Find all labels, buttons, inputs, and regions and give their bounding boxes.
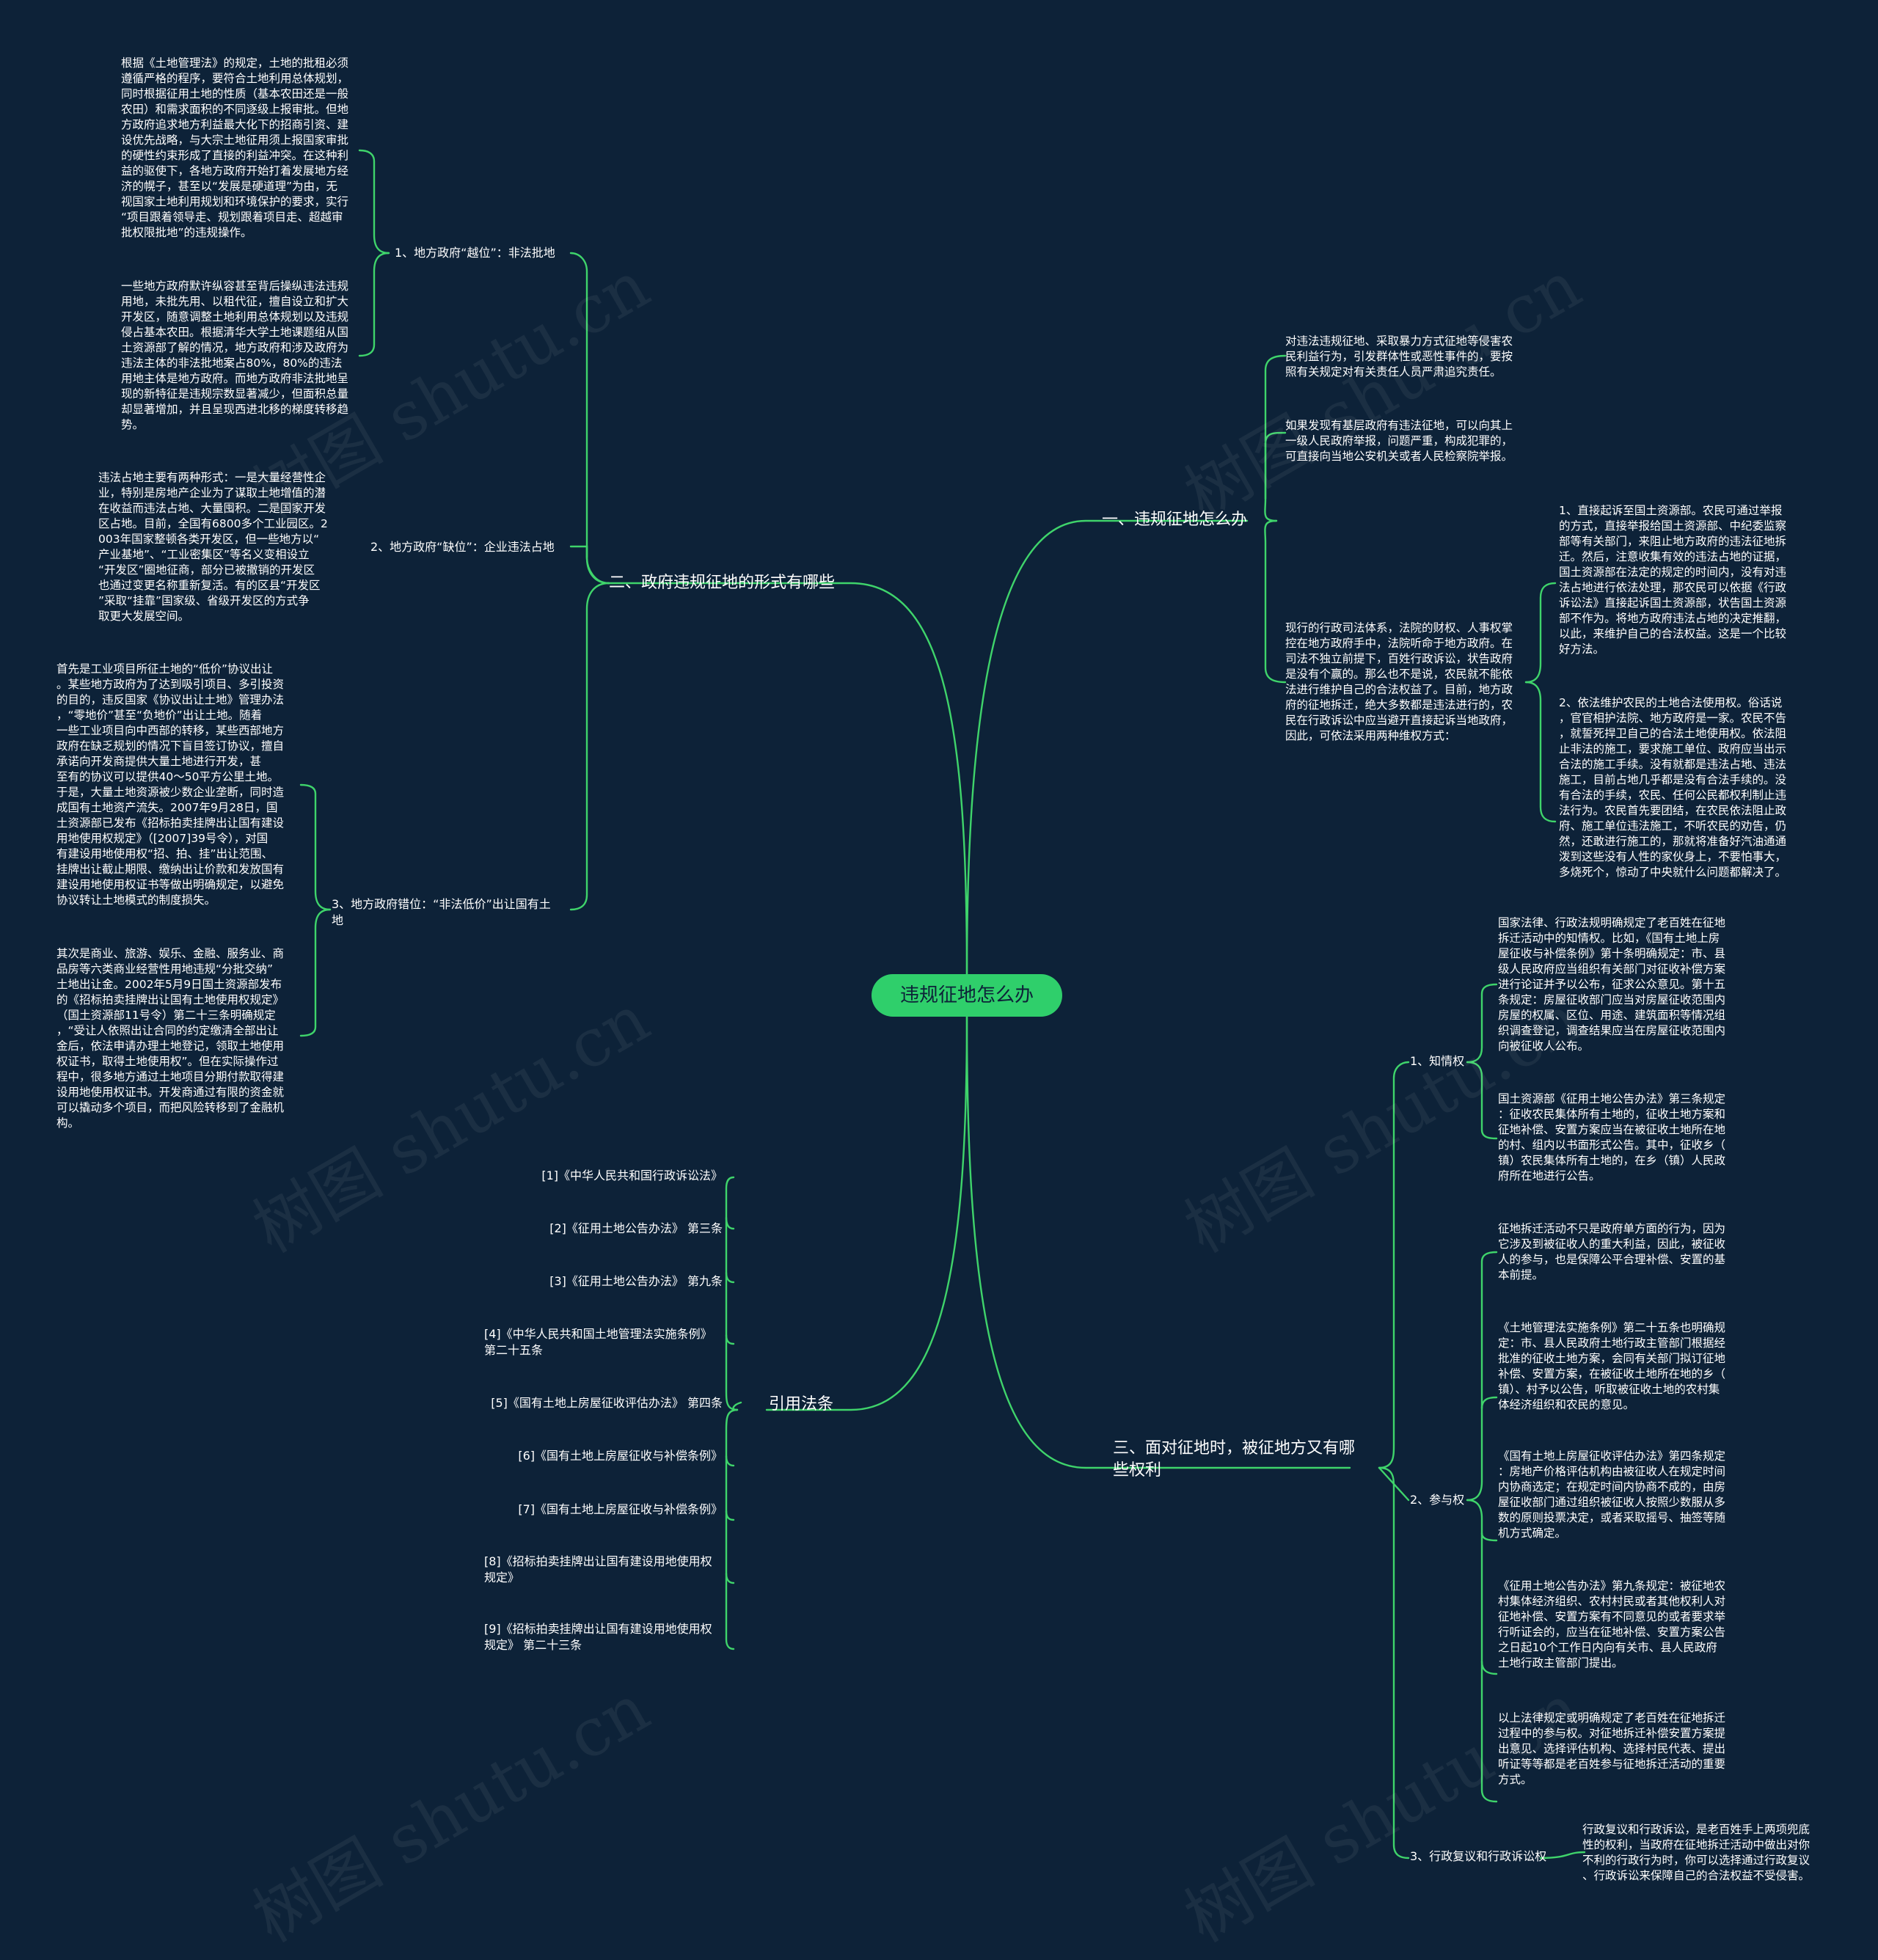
- ref-item-2[interactable]: [2]《征用土地公告办法》 第三条: [549, 1221, 723, 1235]
- ref-item-3[interactable]: [3]《征用土地公告办法》 第九条: [549, 1274, 723, 1288]
- link-root-b2: [607, 582, 968, 976]
- b4-bracket: [725, 1176, 739, 1411]
- ref-item-6[interactable]: [6]《国有土地上房屋征收与补偿条例》: [518, 1449, 723, 1463]
- b2-sub-1-text-2: 一些地方政府默许纵容甚至背后操纵违法违规 用地，未批先用、以租代征，擅自设立和扩…: [121, 279, 349, 431]
- branch-3-title[interactable]: 三、面对征地时，被征地方又有哪 些权利: [1113, 1439, 1356, 1480]
- b3-bracket: [1378, 1061, 1410, 1469]
- b3-sub-1-text-1: 国家法律、行政法规明确规定了老百姓在征地 拆迁活动中的知情权。比如，《国有土地上…: [1498, 916, 1726, 1053]
- b1-text-1: 对违法违规征地、采取暴力方式征地等侵害农 民利益行为，引发群体性或恶性事件的，要…: [1285, 334, 1513, 379]
- branch-4-title[interactable]: 引用法条: [769, 1395, 834, 1414]
- b3-sub-2-text-2: 《土地管理法实施条例》第二十五条也明确规 定：市、县人民政府土地行政主管部门根据…: [1498, 1321, 1726, 1411]
- b1-bracket: [1264, 354, 1287, 522]
- link-root-b1: [965, 519, 1249, 976]
- link-root-b3: [965, 1015, 1351, 1469]
- b3-sub-2-text-5: 以上法律规定或明确规定了老百姓在征地拆迁 过程中的参与权。对征地拆迁补偿安置方案…: [1498, 1711, 1726, 1786]
- root-node[interactable]: 违规征地怎么办: [872, 974, 1062, 1017]
- b1-text-3a: 1、直接起诉至国土资源部。农民可通过举报 的方式，直接举报给国土资源部、中纪委监…: [1559, 504, 1787, 656]
- b3-sub-2-text-3: 《国有土地上房屋征收评估办法》第四条规定 ：房地产价格评估机构由被征收人在规定时…: [1498, 1449, 1726, 1540]
- b3-sub-2-text-4: 《征用土地公告办法》第九条规定：被征地农 村集体经济组织、农村村民或者其他权利人…: [1498, 1579, 1726, 1670]
- b2-sub-3-label[interactable]: 3、地方政府错位：“非法低价”出让国有土 地: [332, 897, 551, 927]
- b2-sub-3-text-1: 首先是工业项目所征土地的“低价”协议出让 。某些地方政府为了达到吸引项目、多引投…: [56, 662, 285, 907]
- b3-sub-1-label[interactable]: 1、知情权: [1410, 1054, 1465, 1068]
- b3-sub-2-label[interactable]: 2、参与权: [1410, 1493, 1465, 1507]
- ref-item-4[interactable]: [4]《中华人民共和国土地管理法实施条例》 第二十五条: [484, 1327, 712, 1357]
- b3-sub-2-text-1: 征地拆迁活动不只是政府单方面的行为，因为 它涉及到被征收人的重大利益，因此，被征…: [1498, 1222, 1726, 1281]
- b1-text-3b: 2、依法维护农民的土地合法使用权。俗话说 ，官官相护法院、地方政府是一家。农民不…: [1559, 696, 1787, 879]
- b2-sub-1-text-1: 根据《土地管理法》的规定，土地的批租必须 遵循严格的程序，要符合土地利用总体规划…: [121, 56, 349, 239]
- ref-item-5[interactable]: [5]《国有土地上房屋征收评估办法》 第四条: [491, 1396, 723, 1410]
- b3-sub-3-text-1: 行政复议和行政诉讼，是老百姓手上两项兜底 性的权利，当政府在征地拆迁活动中做出对…: [1582, 1823, 1811, 1882]
- b2-sub-2-label[interactable]: 2、地方政府“缺位”：企业违法占地: [370, 540, 555, 554]
- b3-sub-3-label[interactable]: 3、行政复议和行政诉讼权: [1410, 1849, 1547, 1863]
- b3-sub-1-text-2: 国土资源部《征用土地公告办法》第三条规定 ：征收农民集体所有土地的，征收土地方案…: [1498, 1092, 1726, 1182]
- ref-item-9[interactable]: [9]《招标拍卖挂牌出让国有建设用地使用权 规定》 第二十三条: [484, 1622, 712, 1652]
- b2-bracket: [569, 252, 610, 585]
- b2-sub-2-text-1: 违法占地主要有两种形式：一是大量经营性企 业，特别是房地产企业为了谋取土地增值的…: [98, 471, 328, 623]
- branch-1-title[interactable]: 一、违规征地怎么办: [1102, 511, 1248, 529]
- b2-sub-1-label[interactable]: 1、地方政府“越位”：非法批地: [395, 246, 555, 260]
- b1-text-2: 如果发现有基层政府有违法征地，可以向其上 一级人民政府举报，问题严重，构成犯罪的…: [1285, 419, 1513, 463]
- b2-sub-3-text-2: 其次是商业、旅游、娱乐、金融、服务业、商 品房等六类商业经营性用地违规“分批交纳…: [56, 947, 285, 1130]
- ref-item-8[interactable]: [8]《招标拍卖挂牌出让国有建设用地使用权 规定》: [484, 1554, 712, 1584]
- b1-text-3: 现行的行政司法体系，法院的财权、人事权掌 控在地方政府手中，法院听命于地方政府。…: [1285, 621, 1513, 742]
- ref-item-1[interactable]: [1]《中华人民共和国行政诉讼法》: [541, 1169, 723, 1182]
- branch-2-title[interactable]: 二、政府违规征地的形式有哪些: [609, 574, 836, 592]
- link-root-b4: [765, 1015, 968, 1411]
- ref-item-7[interactable]: [7]《国有土地上房屋征收与补偿条例》: [518, 1502, 723, 1516]
